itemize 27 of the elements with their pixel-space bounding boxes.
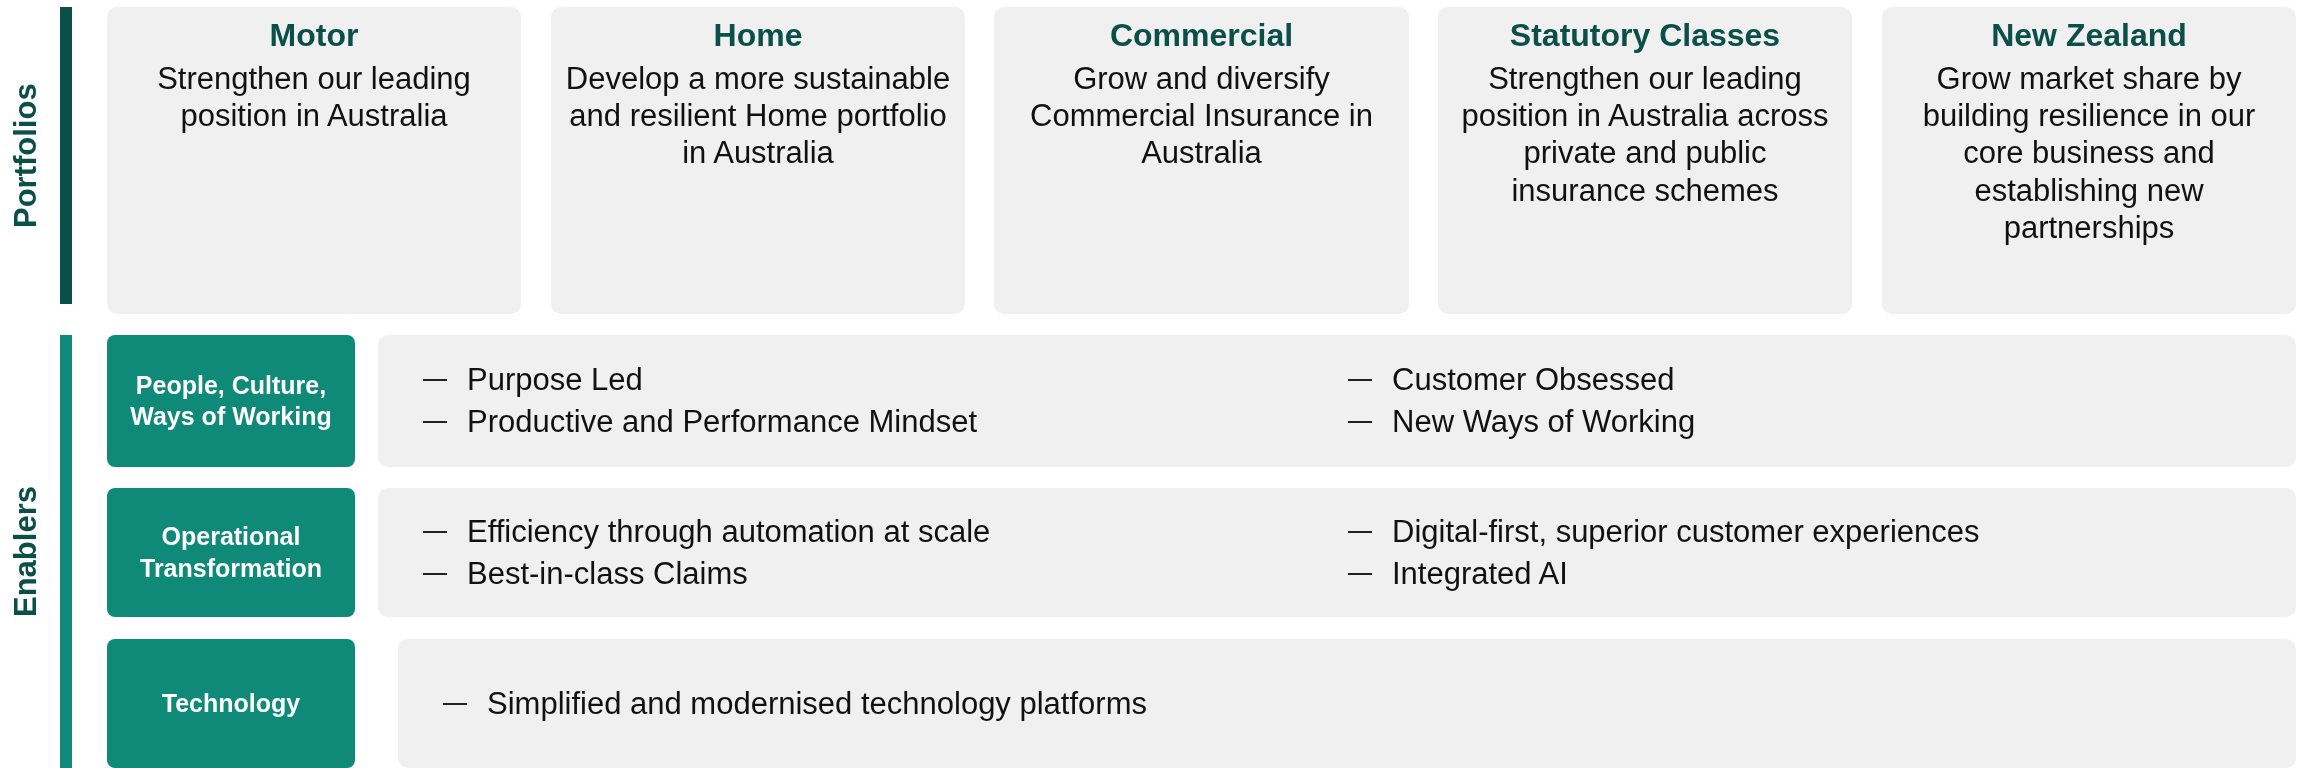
enabler-panel bbox=[378, 488, 2296, 617]
enabler-panel bbox=[398, 639, 2296, 768]
card-heading: Statutory Classes bbox=[1509, 17, 1781, 54]
bullet-text: Integrated AI bbox=[1392, 555, 1568, 592]
section-heading: Portfolios bbox=[8, 82, 44, 230]
bullet-text: Best-in-class Claims bbox=[467, 555, 748, 592]
enabler-label-box: People, Culture, Ways of Working bbox=[107, 335, 355, 467]
card-description: Grow and diversify Commercial Insurance in Australia bbox=[1029, 60, 1374, 172]
card-description: Strengthen our leading position in Australia bbox=[156, 60, 472, 135]
enabler-label-box: Operational Transformation bbox=[107, 488, 355, 617]
card-description: Grow market share by building resilience in our core business and establishing new partnerships bbox=[1921, 60, 2257, 246]
enabler-label-box: Technology bbox=[107, 639, 355, 768]
enabler-panel bbox=[378, 335, 2296, 467]
card-heading: Motor bbox=[269, 17, 359, 54]
section-heading: Enablers bbox=[8, 485, 44, 619]
card-heading: Home bbox=[713, 17, 803, 54]
bullet-text: Simplified and modernised technology platforms bbox=[487, 685, 1147, 722]
bullet-text: Efficiency through automation at scale bbox=[467, 513, 991, 550]
bullet-text: Customer Obsessed bbox=[1392, 362, 1675, 398]
bullet-text: Purpose Led bbox=[467, 362, 643, 398]
card-heading: New Zealand bbox=[1991, 17, 2187, 54]
card-description: Develop a more sustainable and resilient Home portfolio in Australia bbox=[565, 60, 951, 172]
bullet-text: New Ways of Working bbox=[1392, 404, 1696, 440]
bullet-text: Digital-first, superior customer experiences bbox=[1392, 513, 1980, 550]
bullet-text: Productive and Performance Mindset bbox=[467, 404, 978, 440]
card-description: Strengthen our leading position in Australia across private and public insurance schemes bbox=[1460, 60, 1830, 209]
card-heading: Commercial bbox=[1109, 17, 1294, 54]
